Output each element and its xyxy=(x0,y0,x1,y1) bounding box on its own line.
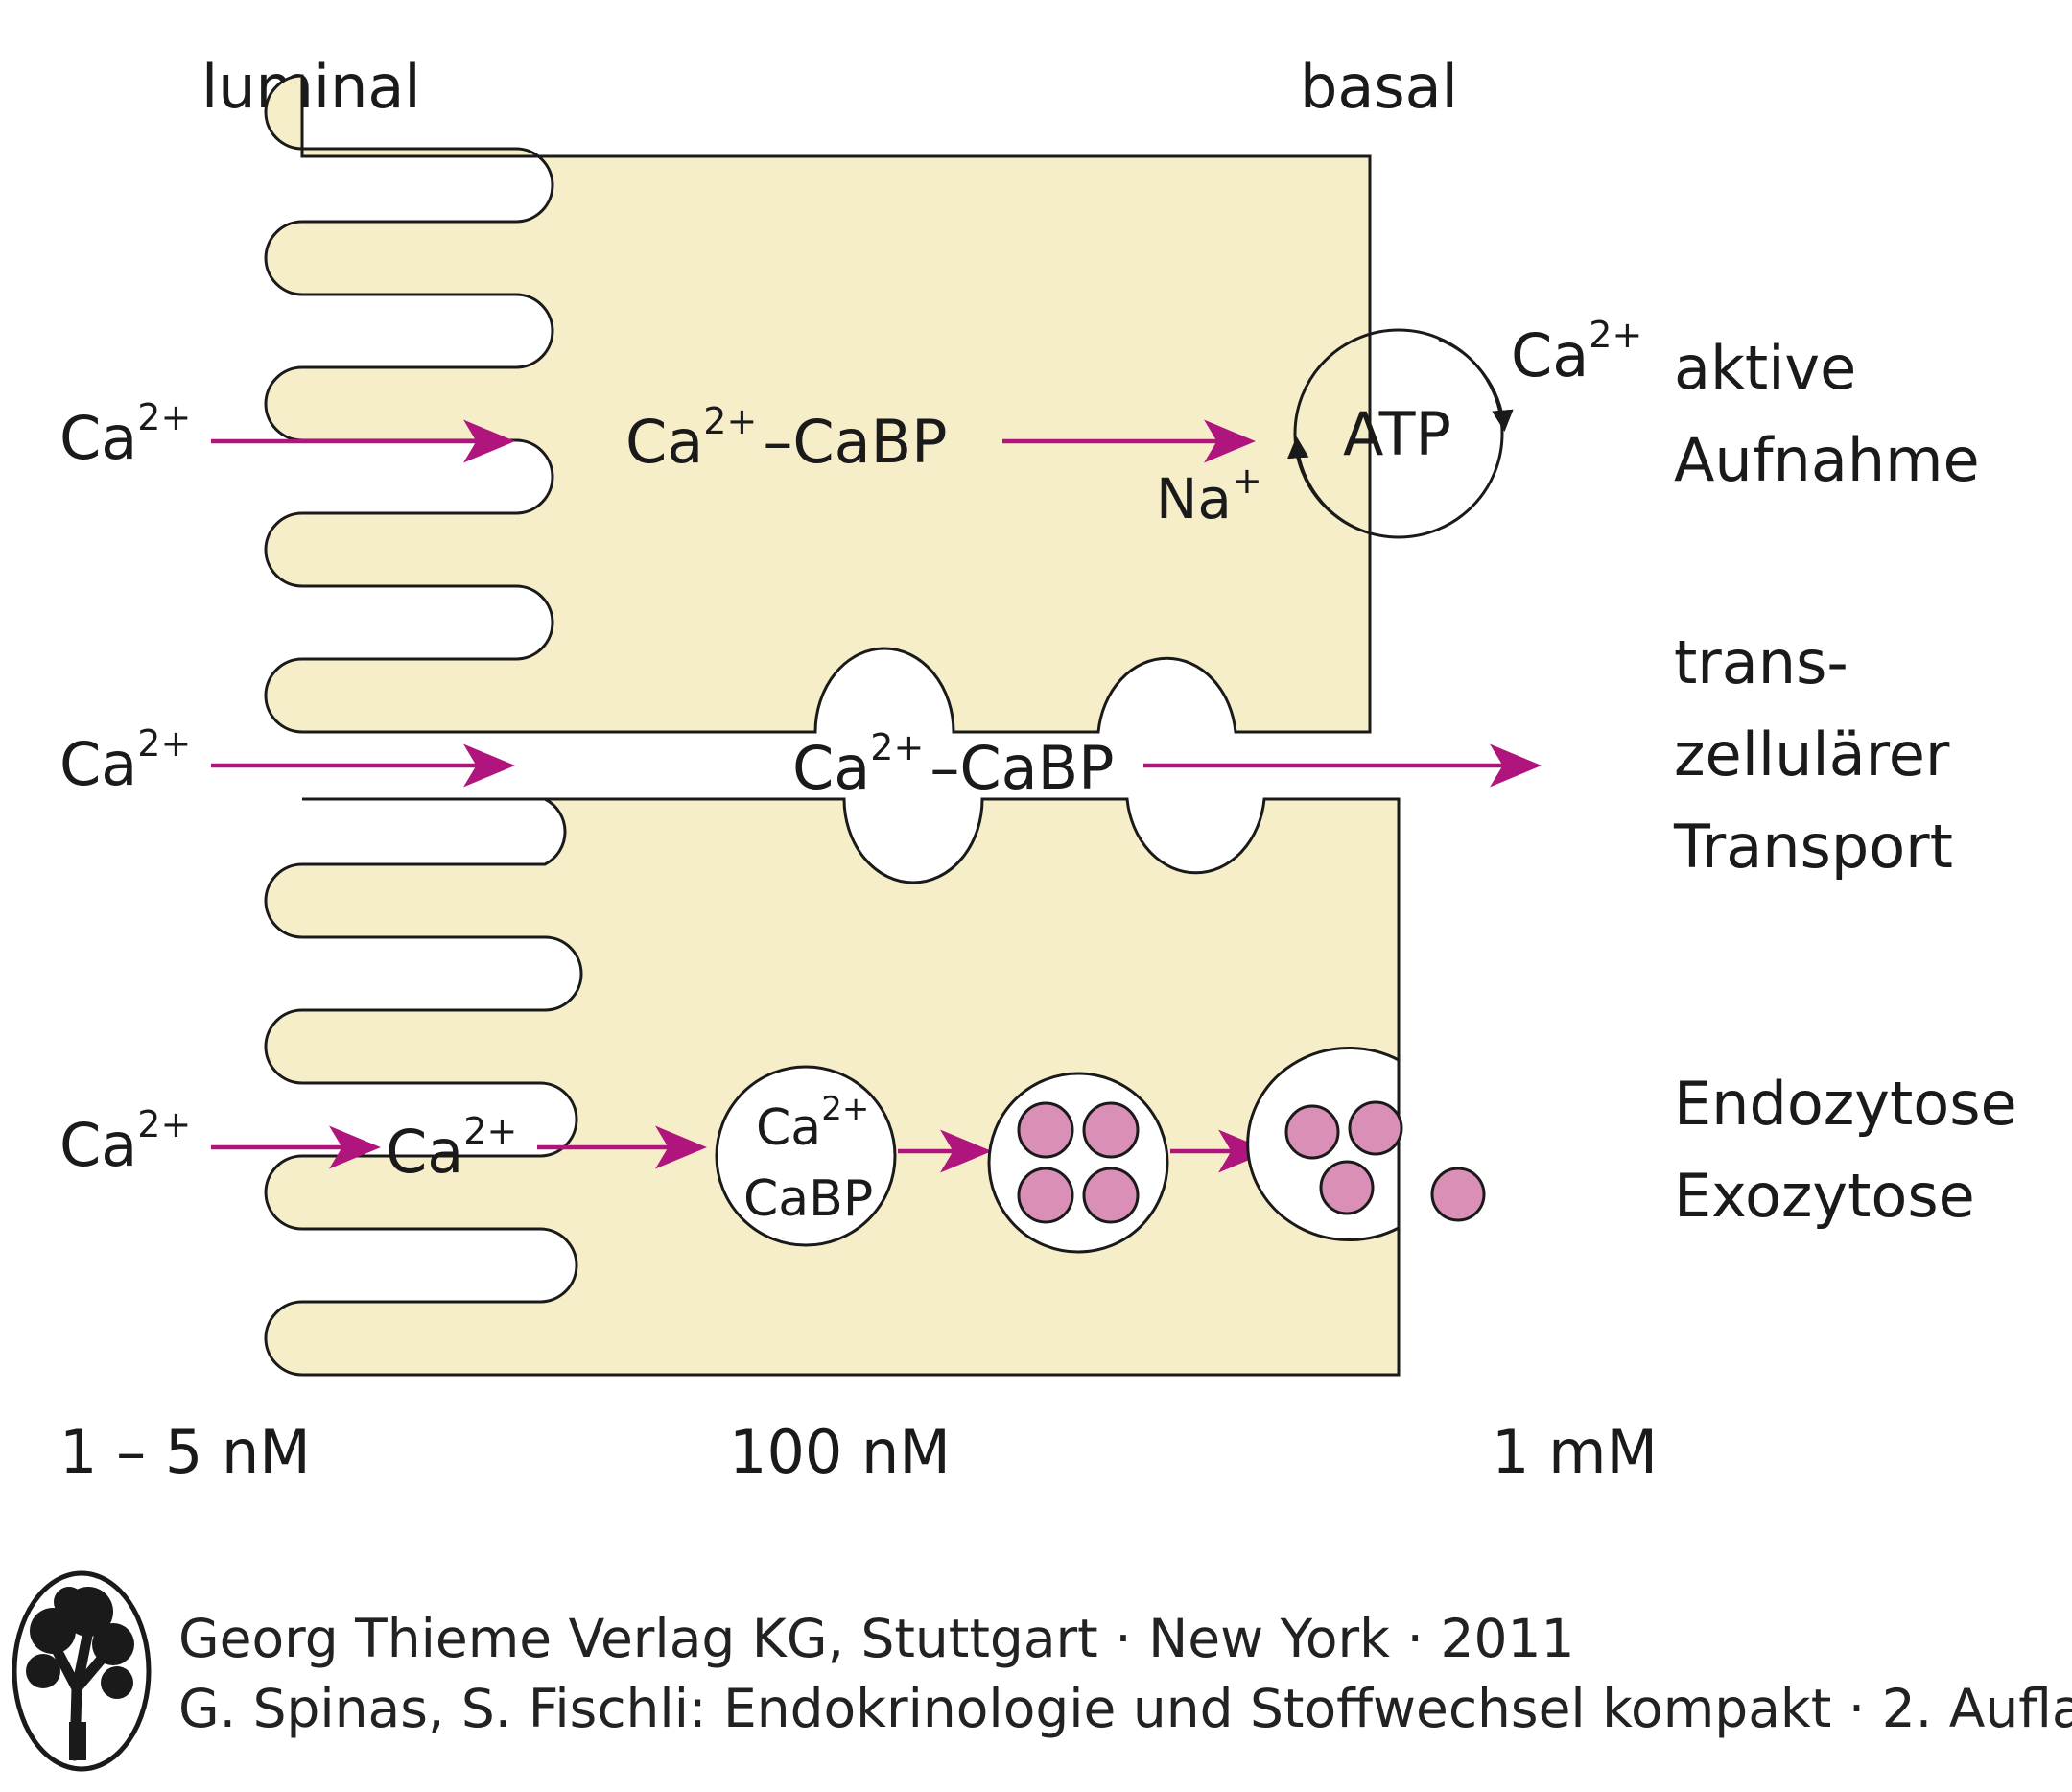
ca-granule xyxy=(1082,1101,1140,1159)
footer-citation: G. Spinas, S. Fischli: Endokrinologie un… xyxy=(178,1678,2072,1739)
ca-ion-row3: Ca2+ xyxy=(59,1103,191,1180)
vesicle-granules xyxy=(987,1072,1169,1254)
ca-granule xyxy=(1017,1101,1074,1159)
vesicle-ca-cabp xyxy=(715,1065,897,1247)
ca-granule xyxy=(1348,1100,1403,1156)
ca-cabp-row2: Ca2+–CaBP xyxy=(792,726,1115,803)
upper-cell xyxy=(264,74,1372,734)
ca-granule-released xyxy=(1430,1167,1486,1222)
atp-label: ATP xyxy=(1343,399,1451,469)
ca-ion-row2: Ca2+ xyxy=(59,722,191,799)
na-ion: Na+ xyxy=(1156,460,1262,531)
process-vesicular: Endozytose Exozytose xyxy=(1674,1069,2036,1231)
process-transcellular: trans- zellulärer Transport xyxy=(1673,627,1968,882)
ca-cabp-row1: Ca2+–CaBP xyxy=(625,400,948,477)
footer-publisher: Georg Thieme Verlag KG, Stuttgart · New … xyxy=(178,1608,1574,1669)
concentration-blood: 1 mM xyxy=(1492,1417,1658,1487)
process-active: aktive Aufnahme xyxy=(1674,333,1980,495)
basal-label: basal xyxy=(1300,52,1458,122)
vesicle-ca-label: Ca2+ xyxy=(756,1090,869,1157)
ca-granule xyxy=(1284,1104,1340,1160)
pump-cycle-arrow-right xyxy=(1438,338,1514,432)
atp-pump xyxy=(1293,328,1504,539)
ca-granule xyxy=(1082,1167,1140,1224)
ca-ion-row1: Ca2+ xyxy=(59,396,191,473)
ca-ion-in-villus: Ca2+ xyxy=(386,1110,517,1187)
ca-granule xyxy=(1017,1167,1074,1224)
ca-ion-basal: Ca2+ xyxy=(1511,314,1642,390)
pump-cycle-arrow-left xyxy=(1286,436,1363,532)
luminal-label: luminal xyxy=(201,52,421,122)
publisher-logo xyxy=(12,1570,152,1772)
concentration-lumen: 1 – 5 nM xyxy=(59,1417,311,1487)
concentration-cell: 100 nM xyxy=(729,1417,951,1487)
vesicle-cabp-label: CaBP xyxy=(743,1170,873,1228)
ca-granule xyxy=(1319,1160,1375,1215)
